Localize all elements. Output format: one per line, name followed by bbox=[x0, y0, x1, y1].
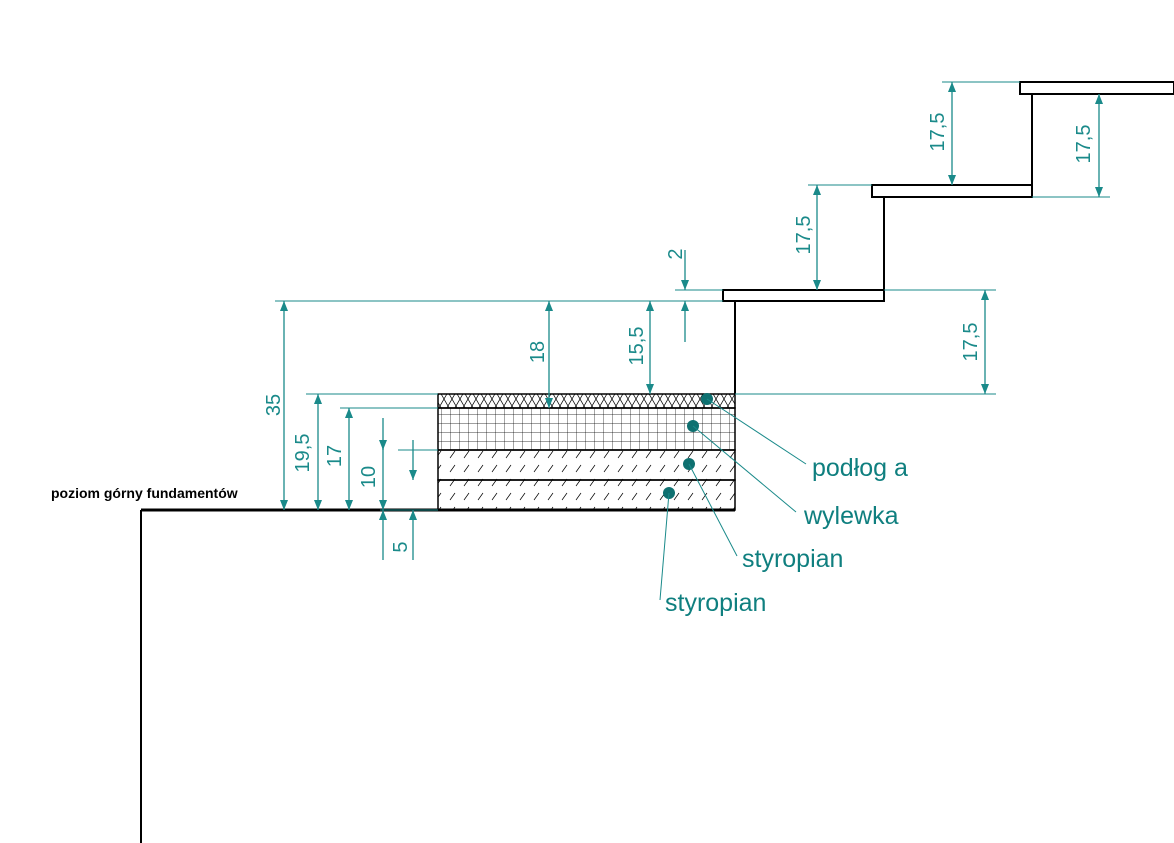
label-screed: wylewka bbox=[803, 502, 899, 530]
foundation-outline bbox=[140, 508, 438, 843]
label-styrofoam-2: styropian bbox=[665, 589, 766, 617]
floor-layers bbox=[437, 393, 736, 512]
dim-text-19-5: 19,5 bbox=[292, 434, 314, 473]
foundation-level-label: poziom górny fundamentów bbox=[51, 485, 238, 501]
callout-floor-finish bbox=[701, 393, 807, 465]
layer-callouts bbox=[659, 393, 807, 601]
layer-floor-finish bbox=[437, 393, 736, 409]
dim-text-17-5-step2: 17,5 bbox=[793, 216, 815, 255]
dim-text-18: 18 bbox=[527, 341, 549, 363]
callout-screed bbox=[687, 420, 797, 513]
dim-text-10: 10 bbox=[358, 466, 380, 488]
dim-text-17-5-right: 17,5 bbox=[960, 323, 982, 362]
stair-tread-2 bbox=[871, 184, 1033, 198]
dim-text-15-5: 15,5 bbox=[626, 327, 648, 366]
callout-styrofoam-2 bbox=[659, 487, 675, 601]
stair-tread-1 bbox=[722, 289, 885, 302]
dimension-lines bbox=[280, 82, 1103, 560]
dim-text-5: 5 bbox=[390, 541, 412, 552]
dim-text-2: 2 bbox=[665, 248, 687, 259]
dim-text-17-5-top-left: 17,5 bbox=[927, 113, 949, 152]
callout-styrofoam-1 bbox=[683, 458, 738, 557]
stair-tread-3 bbox=[1019, 81, 1174, 95]
dimension-texts: 35 19,5 17 10 5 18 15,5 2 17,5 17,5 17,5… bbox=[263, 113, 1095, 553]
layer-screed bbox=[437, 407, 736, 451]
label-styrofoam-1: styropian bbox=[742, 545, 843, 573]
dim-text-17: 17 bbox=[324, 445, 346, 467]
layer-labels: podłog a wylewka styropian styropian poz… bbox=[51, 454, 908, 617]
dim-text-17-5-top-right: 17,5 bbox=[1073, 125, 1095, 164]
label-floor-finish: podłog a bbox=[812, 454, 908, 482]
layer-styrofoam-2 bbox=[437, 479, 736, 511]
dim-text-35: 35 bbox=[263, 394, 285, 416]
